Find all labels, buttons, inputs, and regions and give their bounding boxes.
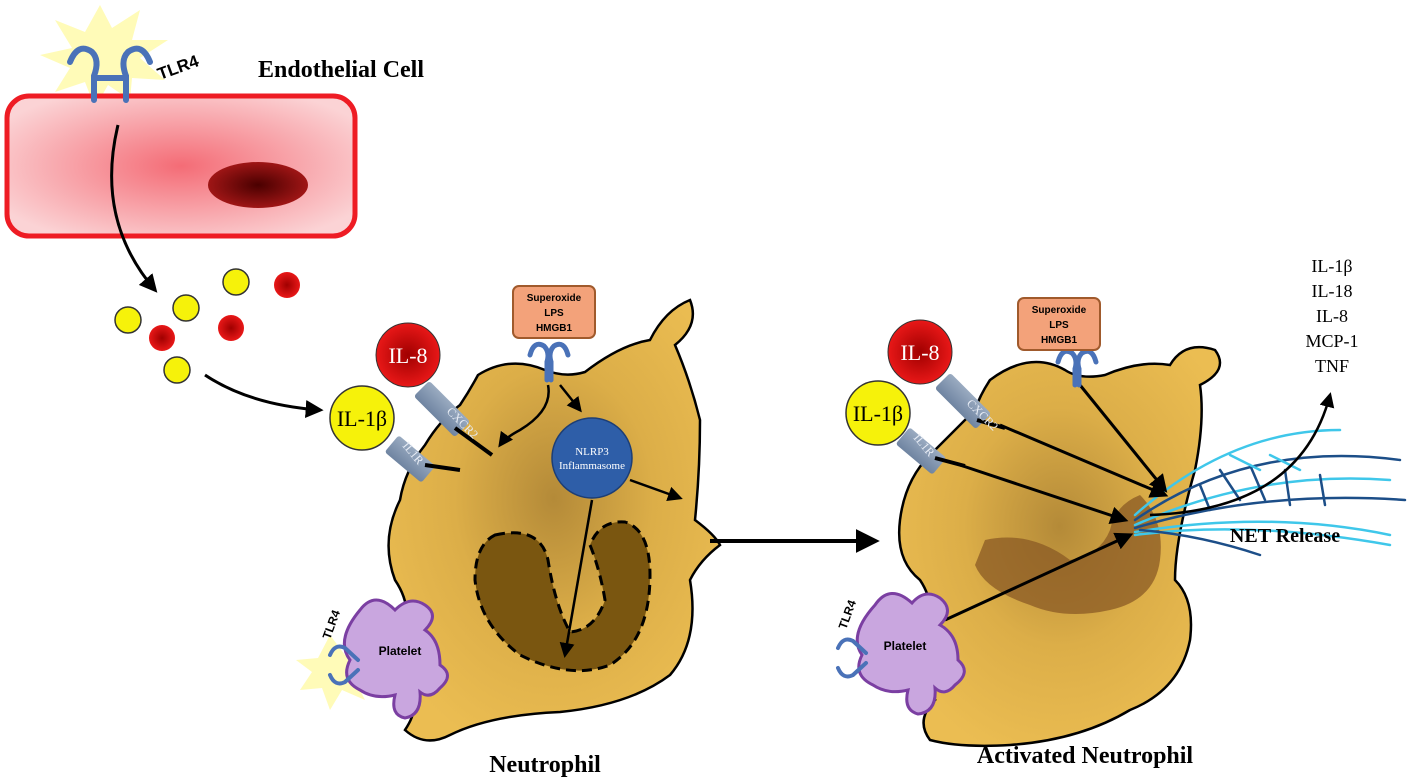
secretion-arrow xyxy=(110,124,158,293)
released-cytokine: MCP-1 xyxy=(1305,331,1358,351)
platelet xyxy=(855,592,966,716)
cytokine-binding-arrow xyxy=(204,373,324,418)
cytokine-release-arrow xyxy=(1149,392,1335,517)
il8-particle xyxy=(149,325,175,351)
inflammasome-to-nucleus-arrow xyxy=(559,499,594,658)
damp-ligand-box xyxy=(512,285,596,339)
il8-ligand-label: IL-8 xyxy=(900,340,939,365)
released-cytokine: IL-8 xyxy=(1316,306,1348,326)
inflammasome-out-arrow xyxy=(629,478,683,501)
ligand-hmgb1: HMGB1 xyxy=(536,323,573,334)
activated-neutrophil: CXCR2 IL1R IL-8 IL-1β Superoxide LPS HMG… xyxy=(836,256,1407,769)
ligand-lps: LPS xyxy=(544,308,564,319)
il8-ligand xyxy=(375,322,441,388)
ligand-superoxide: Superoxide xyxy=(1032,305,1087,316)
platelet-tlr4-icon xyxy=(328,644,360,686)
endothelial-membrane xyxy=(4,93,358,239)
nlrp3-inflammasome xyxy=(551,417,633,499)
platelet-label: Platelet xyxy=(884,639,927,653)
released-cytokine: TNF xyxy=(1315,356,1349,376)
pattern-receptor-icon xyxy=(527,341,571,383)
net-release-label: NET Release xyxy=(1230,525,1340,547)
platelet-tlr4-label: TLR4 xyxy=(320,608,344,641)
neutrophil-extracellular-trap xyxy=(1133,428,1407,557)
internal-arrow xyxy=(559,384,582,413)
released-cytokine: IL-1β xyxy=(1311,256,1352,276)
ligand-hmgb1: HMGB1 xyxy=(1041,335,1078,346)
damp-signal-arrow xyxy=(1078,384,1168,493)
il1b-ligand-label: IL-1β xyxy=(337,406,387,431)
endothelial-title: Endothelial Cell xyxy=(258,57,424,83)
tlr4-glow xyxy=(40,5,168,108)
il1b-ligand xyxy=(329,385,395,451)
cxcr2-signal-arrow xyxy=(999,423,1169,498)
released-cytokine-list: IL-1β IL-18 IL-8 MCP-1 TNF xyxy=(1305,256,1358,376)
il8-particle xyxy=(218,315,244,341)
internal-arrow xyxy=(498,384,550,448)
il1b-particle xyxy=(163,356,191,384)
neutrophil-title: Neutrophil xyxy=(489,752,601,778)
released-cytokine: IL-18 xyxy=(1312,281,1353,301)
il1b-ligand xyxy=(845,380,911,446)
inflammasome-label-2: Inflammasome xyxy=(559,460,625,472)
platelet-label: Platelet xyxy=(379,644,422,658)
il1r-receptor: IL1R xyxy=(896,428,966,474)
tlr4-receptor-icon xyxy=(67,45,153,103)
ligand-lps: LPS xyxy=(1049,320,1069,331)
ligand-superoxide: Superoxide xyxy=(527,293,582,304)
inflammasome-label-1: NLRP3 xyxy=(575,446,609,458)
endothelial-cell: TLR4 Endothelial Cell xyxy=(4,5,424,239)
il8-ligand-label: IL-8 xyxy=(388,343,427,368)
pattern-receptor-icon xyxy=(1055,348,1099,388)
cytokine-particles xyxy=(114,268,300,384)
il8-ligand xyxy=(887,319,953,385)
il8-particle xyxy=(274,272,300,298)
il1b-particle xyxy=(114,306,142,334)
il1b-ligand-label: IL-1β xyxy=(853,401,903,426)
endothelial-nucleus xyxy=(208,162,308,208)
il1r-signal-arrow xyxy=(959,463,1129,524)
activated-neutrophil-body xyxy=(898,345,1222,748)
segmented-nucleus xyxy=(473,520,652,673)
tlr4-label: TLR4 xyxy=(155,51,202,84)
resting-neutrophil: CXCR2 IL1R IL-8 IL-1β Superoxide LPS HMG… xyxy=(296,285,722,778)
platelet xyxy=(342,598,449,720)
il1b-particle xyxy=(222,268,250,296)
damp-ligand-box xyxy=(1017,297,1101,351)
platelet-tlr4-label: TLR4 xyxy=(836,598,860,631)
il1b-particle xyxy=(172,294,200,322)
platelet-signal-arrow xyxy=(944,532,1134,622)
activated-neutrophil-title: Activated Neutrophil xyxy=(977,743,1194,769)
platelet-tlr4-icon xyxy=(836,637,868,679)
